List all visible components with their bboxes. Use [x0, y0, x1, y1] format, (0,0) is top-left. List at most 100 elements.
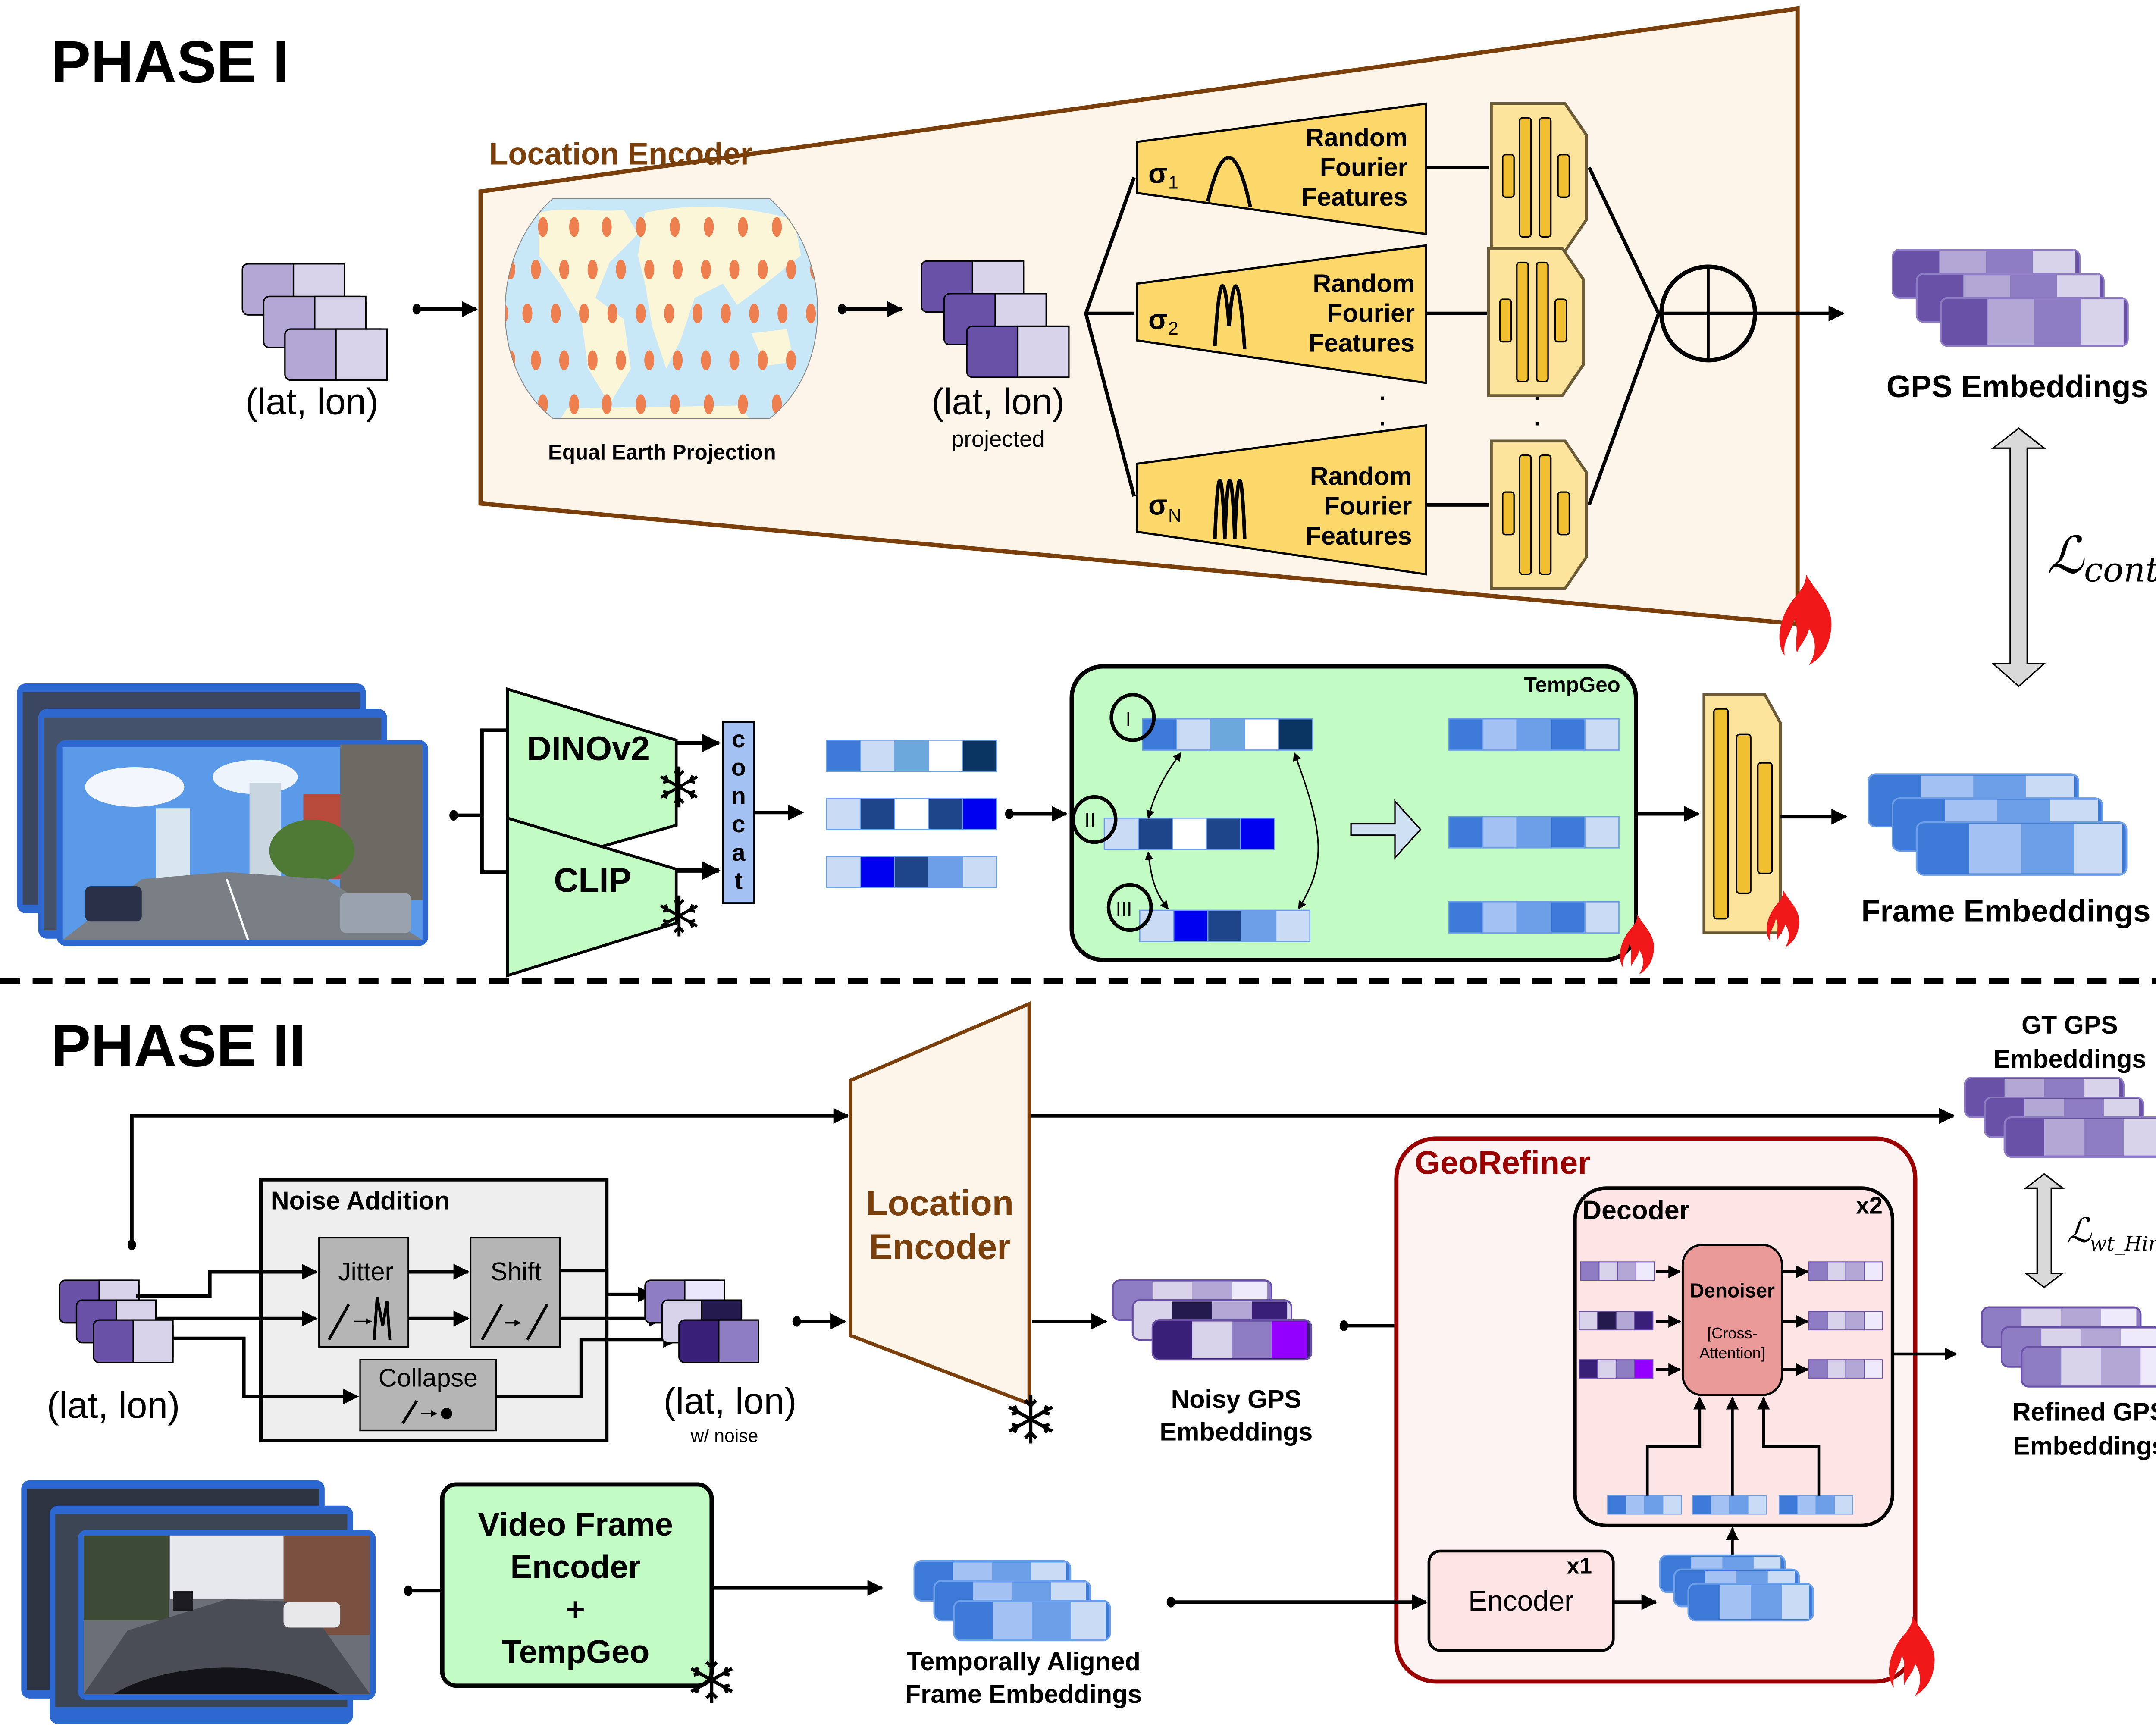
projection-dot [738, 394, 748, 414]
projection-dot [701, 259, 711, 279]
projection-dot [738, 217, 748, 237]
projection-dot [505, 303, 508, 323]
noisy-latlon-sublabel: w/ noise [690, 1426, 758, 1446]
hinge-loss-subscript: wt_Hinge [2090, 1232, 2156, 1255]
encoder-repeat-count: x1 [1567, 1554, 1592, 1579]
frame-feature-vector [1448, 901, 1620, 934]
denoiser-block [1681, 1244, 1783, 1396]
transform-arrow [1350, 799, 1422, 860]
svg-text:1: 1 [1168, 172, 1178, 193]
equal-earth-map [505, 198, 818, 419]
svg-text:Fourier: Fourier [1320, 153, 1408, 182]
mlp-block [1490, 439, 1588, 590]
concat-letter: a [732, 839, 746, 866]
projection-dot [616, 350, 626, 370]
frame-token [1692, 1495, 1767, 1515]
svg-text:Random: Random [1313, 269, 1415, 298]
projection-dot [644, 259, 655, 279]
projection-dot [569, 217, 579, 237]
projection-dot [704, 394, 714, 414]
refined-gps-label: Refined GPS [2012, 1398, 2156, 1426]
svg-text:N: N [1168, 505, 1181, 526]
svg-text:Encoder: Encoder [869, 1228, 1011, 1267]
projection-dot [701, 350, 711, 370]
svg-text:Jitter: Jitter [338, 1257, 393, 1286]
svg-text:[Cross-: [Cross- [1707, 1324, 1758, 1342]
projection-dot [636, 217, 646, 237]
svg-text:σ: σ [1148, 157, 1168, 189]
embedding-row [1915, 821, 2128, 876]
noisy-gps-embeddings-stack [1112, 1279, 1313, 1361]
gt-gps-embeddings-stack [1964, 1076, 2156, 1158]
embedding-row [1151, 1319, 1313, 1361]
embedding-row [2021, 1346, 2156, 1388]
high-frequency-wave-icon [1213, 478, 1247, 539]
svg-text:Location: Location [866, 1184, 1013, 1223]
temporally-aligned-embeddings-stack [913, 1560, 1111, 1642]
svg-text:Embeddings: Embeddings [1159, 1417, 1313, 1446]
feature-vector [826, 856, 997, 888]
refined-gps-embeddings-stack [1981, 1306, 2156, 1388]
mid-frequency-wave-icon [1213, 284, 1247, 349]
encoder-title: Encoder [1468, 1585, 1574, 1617]
svg-text:+: + [566, 1592, 585, 1628]
projection-dot [786, 259, 796, 279]
dinov2-label: DINOv2 [527, 730, 650, 768]
hinge-loss-arrow [2024, 1173, 2065, 1288]
projection-dot [587, 259, 598, 279]
encoded-frame-embeddings-stack [1659, 1554, 1814, 1622]
svg-text:Features: Features [1301, 182, 1408, 211]
projection-dot [704, 217, 714, 237]
svg-text:.: . [1534, 405, 1540, 431]
projected-label: (lat, lon) [931, 381, 1065, 422]
projection-dot [569, 394, 579, 414]
projection-dot [636, 303, 646, 323]
projection-dot [531, 259, 541, 279]
projection-dot [729, 259, 740, 279]
embedding-row [1687, 1583, 1814, 1622]
contrastive-loss-subscript: contr. [2084, 550, 2156, 589]
projection-dot [559, 259, 569, 279]
gps-token [1579, 1311, 1654, 1331]
dinov2-encoder-block [506, 687, 678, 875]
clip-encoder-block [506, 816, 678, 978]
svg-text:Embeddings: Embeddings [1993, 1044, 2146, 1073]
low-frequency-wave-icon [1206, 156, 1252, 208]
projected-sublabel: projected [951, 426, 1044, 452]
projection-dot [758, 350, 768, 370]
svg-text:σ: σ [1148, 303, 1168, 335]
concat-letter: t [735, 867, 743, 894]
mlp-block [1490, 102, 1588, 253]
projection-dot [538, 217, 548, 237]
gps-token [1580, 1261, 1655, 1281]
svg-text:Attention]: Attention] [1699, 1344, 1765, 1362]
latlon-input-stack-phase2 [59, 1279, 174, 1363]
svg-text:III: III [1116, 898, 1132, 920]
frame-embeddings-stack [1868, 773, 2128, 876]
jitter-block [318, 1237, 409, 1348]
attention-arrows [1145, 752, 1319, 910]
georefiner-title: GeoRefiner [1415, 1145, 1591, 1181]
frame-feature-vector [1448, 718, 1620, 751]
rff-branch-n: σ N Random Fourier Features [1136, 424, 1427, 576]
frame-embeddings-label: Frame Embeddings [1861, 894, 2150, 928]
decoder-title: Decoder [1582, 1195, 1690, 1226]
tempgeo-title: TempGeo [1524, 673, 1620, 697]
concat-letter: o [731, 754, 746, 781]
contrastive-loss-symbol: ℒ [2047, 526, 2085, 585]
projection-dot [672, 259, 683, 279]
feature-vector [826, 740, 997, 772]
latlon-input-label-phase2: (lat, lon) [47, 1385, 180, 1426]
svg-text:Random: Random [1310, 462, 1412, 491]
cross-attention-connectors [1645, 1265, 1958, 1567]
arrow-gt-bypass [127, 1108, 849, 1251]
frame-feature-vector [1448, 816, 1620, 849]
concat-block [722, 721, 755, 905]
projected-latlon-stack [921, 260, 1070, 378]
phase-1-title: PHASE I [51, 29, 289, 95]
projection-dot [693, 303, 703, 323]
svg-text:Features: Features [1306, 521, 1412, 550]
noise-connectors [136, 1263, 680, 1405]
projection-dot [777, 303, 788, 323]
svg-text:Random: Random [1306, 123, 1408, 152]
